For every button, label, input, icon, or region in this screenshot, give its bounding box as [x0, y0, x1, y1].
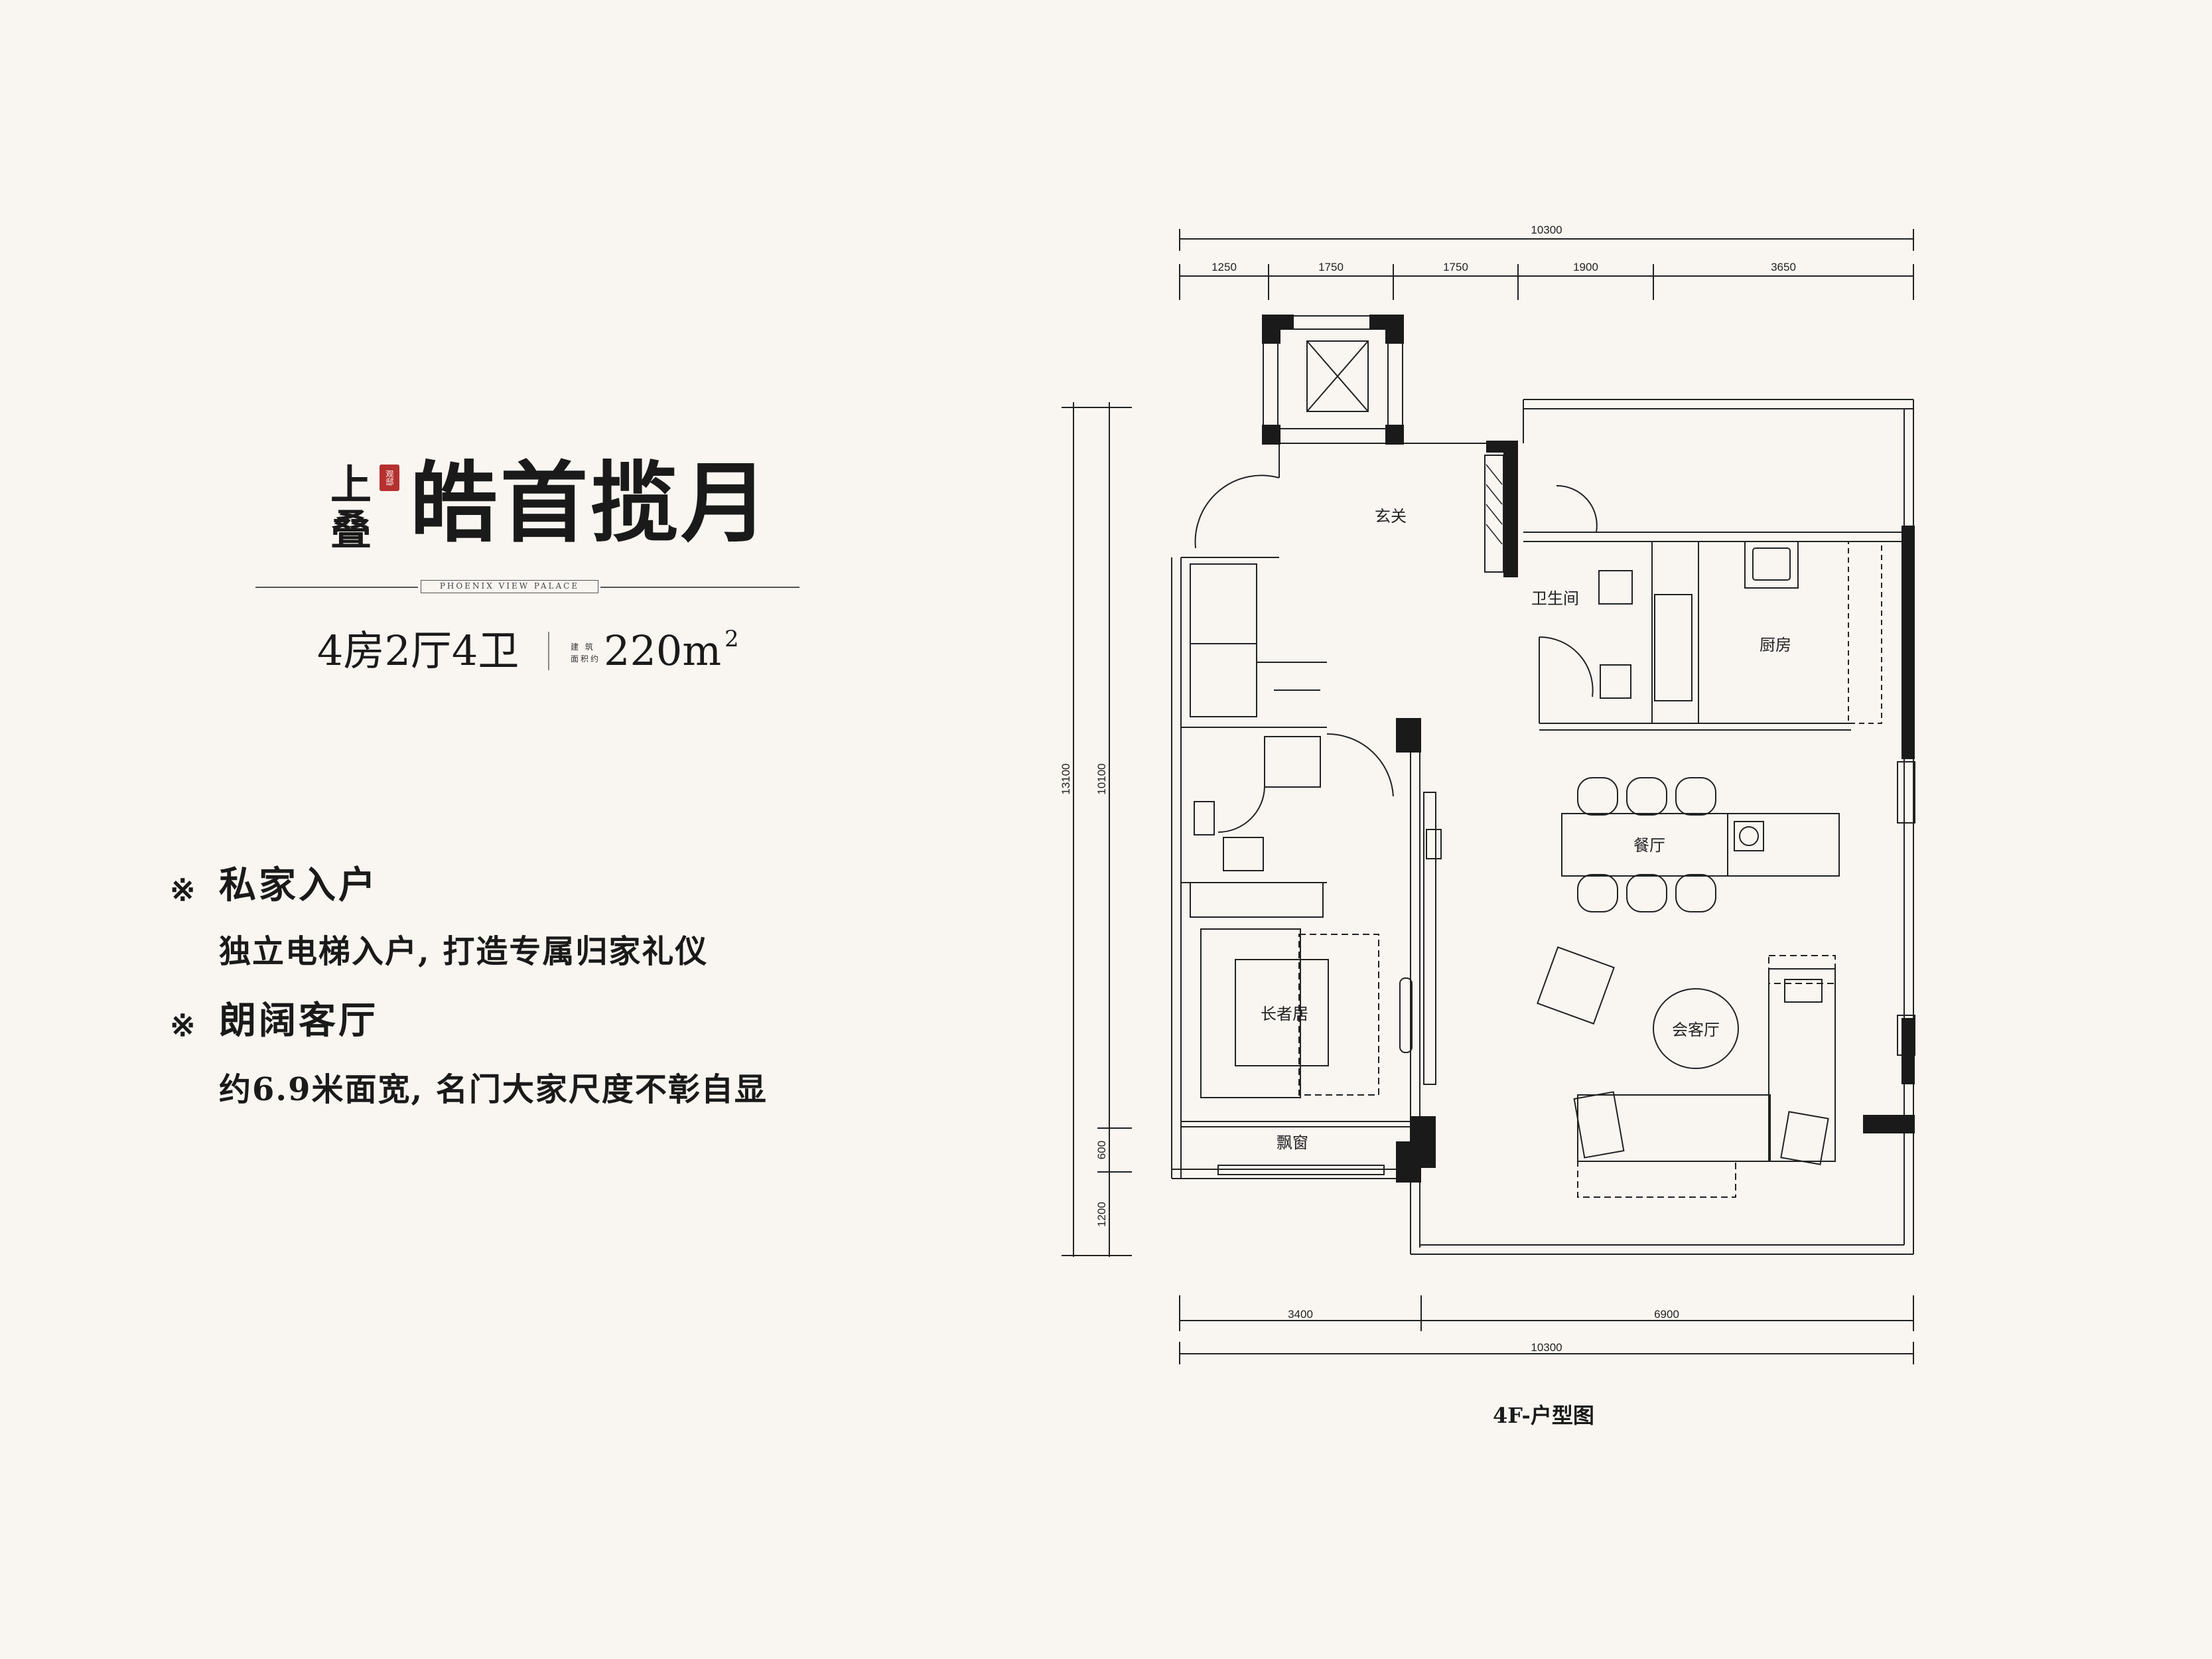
- brand-small-char-bottom: 叠: [330, 506, 372, 554]
- room-label-living: 会客厅: [1672, 1021, 1720, 1039]
- dim-bottom-seg-1: 3400: [1288, 1308, 1313, 1321]
- room-label-entry: 玄关: [1375, 507, 1407, 526]
- dim-left-1200: 1200: [1095, 1202, 1108, 1227]
- room-label-bay: 飘窗: [1277, 1133, 1308, 1152]
- room-label-dining: 餐厅: [1633, 836, 1665, 855]
- area-label-line1: 建 筑: [571, 642, 595, 652]
- area-value: 220m: [604, 626, 722, 675]
- dim-top-seg-4: 1900: [1573, 261, 1598, 273]
- feature-2-mark: ※: [170, 1007, 196, 1043]
- feature-1-desc: 独立电梯入户, 打造专属归家礼仪: [219, 933, 709, 970]
- brand-seal-stamp: 观邸: [380, 465, 399, 491]
- feature-1-mark: ※: [170, 872, 196, 908]
- walls: [1171, 315, 1915, 1255]
- dim-bottom-seg-2: 6900: [1654, 1308, 1679, 1321]
- feature-1-title: 私家入户: [219, 863, 378, 907]
- solid-walls: [1262, 315, 1915, 1183]
- dim-top-seg-2: 1750: [1318, 261, 1344, 273]
- feature-2-title: 朗阔客厅: [219, 999, 378, 1043]
- dim-top-seg-1: 1250: [1211, 261, 1237, 273]
- layout-rooms: 4房2厅4卫: [317, 626, 519, 675]
- dim-top-total: 10300: [1531, 224, 1562, 236]
- brand-small-char-top: 上: [330, 461, 372, 509]
- dining-chairs: [1577, 777, 1716, 912]
- area-label-line2: 面积约: [571, 654, 601, 664]
- room-label-kitchen: 厨房: [1760, 636, 1791, 654]
- layout-divider: [548, 632, 549, 670]
- room-label-bath: 卫生间: [1531, 589, 1579, 608]
- brand-subtitle: PHOENIX VIEW PALACE: [421, 580, 598, 593]
- brand-title: 皓首揽月: [410, 452, 771, 555]
- cabinet-hatching: [1486, 464, 1503, 545]
- floor-plan: 10300 1250 1750 1750 1900 3650 3400 6900…: [1060, 224, 1915, 1364]
- dim-left-inner: 10100: [1095, 763, 1108, 794]
- dim-top-seg-5: 3650: [1771, 261, 1796, 273]
- dim-top-seg-3: 1750: [1443, 261, 1468, 273]
- room-label-elder: 长者居: [1261, 1005, 1308, 1023]
- feature-2-desc: 约6.9米面宽, 名门大家尺度不彰自显: [219, 1071, 768, 1108]
- dim-bottom-total: 10300: [1531, 1341, 1562, 1354]
- floor-plan-caption: 4F-户型图: [1493, 1403, 1594, 1428]
- brand-rule-right: [600, 587, 799, 588]
- dimension-lines: [1062, 229, 1914, 1364]
- entry-cabinet: [1484, 455, 1504, 573]
- brand-rule-left: [255, 587, 418, 588]
- area-unit-superscript: 2: [725, 626, 739, 652]
- dim-left-600: 600: [1095, 1141, 1108, 1159]
- dim-left-outer: 13100: [1060, 763, 1072, 794]
